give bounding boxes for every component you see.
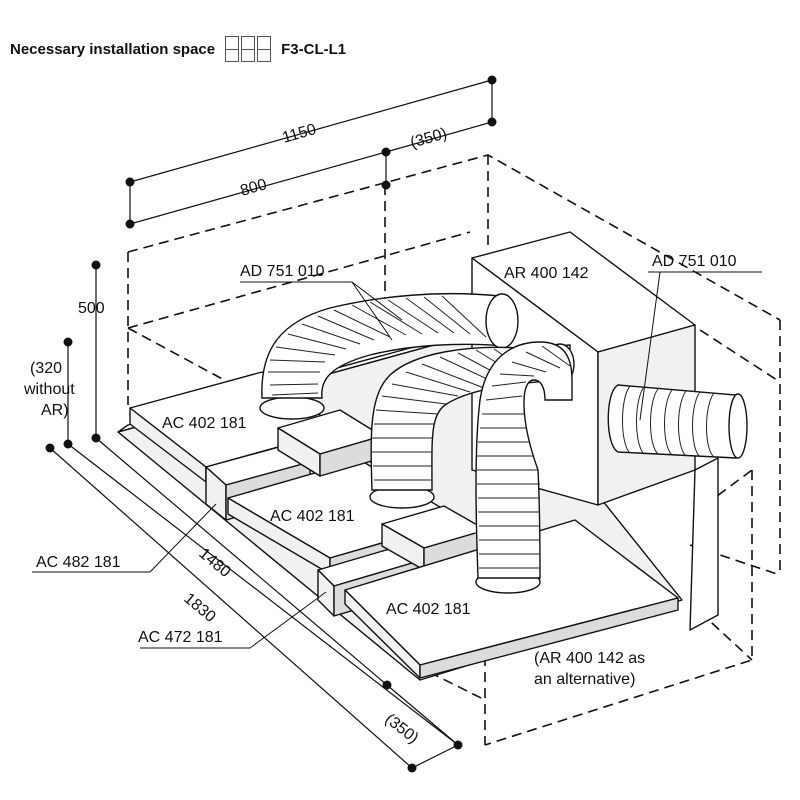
segment-display-icon [225, 36, 272, 62]
header: Necessary installation space F3-CL-L1 [10, 34, 346, 64]
label-ar-alternative-line1: (AR 400 142 as [534, 650, 645, 667]
dim-800: 800 [238, 176, 268, 200]
model-code: F3-CL-L1 [281, 40, 347, 58]
flex-hose-front [475, 341, 573, 579]
label-ac402181-middle: AC 402 181 [270, 508, 355, 525]
dimension-dot [91, 433, 101, 443]
label-ac472181: AC 472 181 [138, 629, 223, 646]
connector-ring [259, 396, 325, 420]
label-ac402181-back: AC 402 181 [162, 415, 247, 432]
segment-digit [257, 36, 272, 62]
label-ad751010-left: AD 751 010 [240, 263, 325, 280]
dimension-dot [381, 180, 391, 190]
segment-digit [225, 36, 240, 62]
control-box-1 [277, 409, 383, 477]
dimension-dot [487, 75, 497, 85]
dim-320-line1: (320 [30, 360, 62, 377]
dimension-dot [45, 443, 55, 453]
dimension-dot [381, 147, 391, 157]
dim-1830: 1830 [180, 590, 218, 626]
page-title: Necessary installation space [10, 40, 216, 58]
dim-1150: 1150 [280, 121, 318, 147]
flex-hose-back [261, 292, 519, 399]
leader-lines [32, 271, 762, 649]
flex-hose-outlet [607, 384, 748, 459]
dimension-dot [487, 117, 497, 127]
dim-350-top: (350) [408, 125, 449, 152]
dim-320-line2: without [23, 381, 75, 398]
label-ar-alternative-line2: an alternative) [534, 671, 635, 688]
dimension-lines [49, 79, 493, 769]
dimension-dot [63, 337, 73, 347]
dimension-dot [125, 177, 135, 187]
dimension-dot [63, 439, 73, 449]
label-ac402181-front: AC 402 181 [386, 601, 471, 618]
dim-500: 500 [78, 300, 105, 317]
dimension-dot [125, 219, 135, 229]
dimension-dot [407, 763, 417, 773]
label-ad751010-right: AD 751 010 [652, 253, 737, 270]
dimension-dot [382, 680, 392, 690]
label-ac482181: AC 482 181 [36, 554, 121, 571]
label-ar400142: AR 400 142 [504, 265, 589, 282]
dimension-markers [45, 75, 497, 773]
dimension-dot [91, 260, 101, 270]
dimension-dot [453, 740, 463, 750]
dim-350-bottom: (350) [382, 711, 422, 747]
segment-digit [241, 36, 256, 62]
dim-320-line3: AR) [41, 402, 69, 419]
